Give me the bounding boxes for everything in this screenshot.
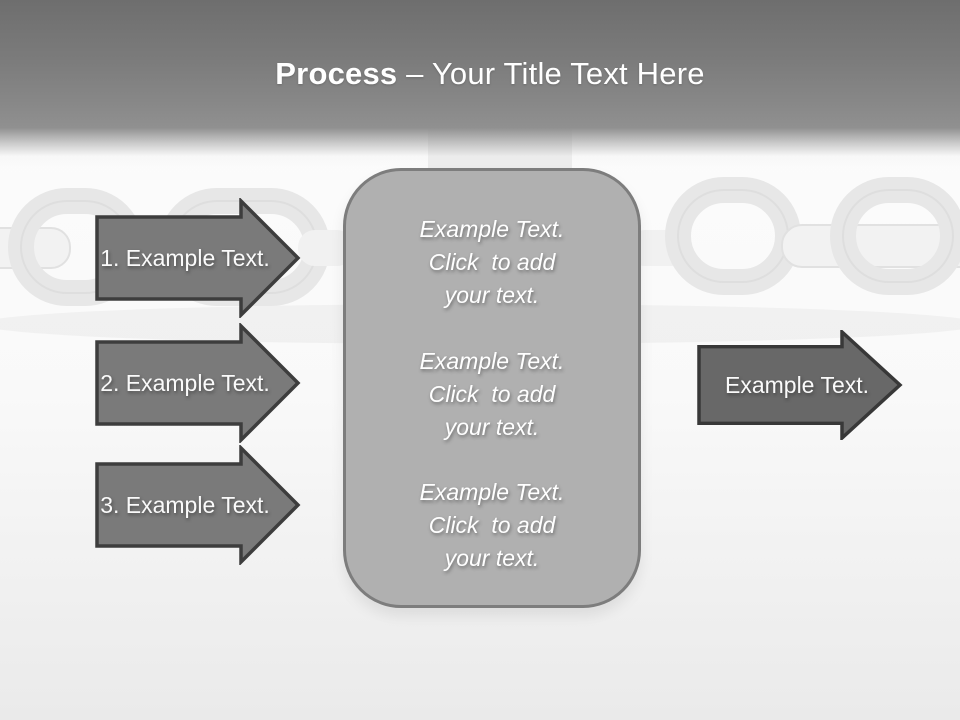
slide-title: Process – Your Title Text Here [0, 56, 960, 92]
arrow-right-shape [95, 323, 301, 443]
center-text-box[interactable]: Example Text. Click to add your text. Ex… [343, 168, 641, 608]
placeholder-line: Example Text. [419, 347, 565, 374]
process-arrow-3[interactable]: 3. Example Text. [95, 445, 301, 565]
text-placeholder-3[interactable]: Example Text. Click to add your text. [356, 476, 628, 575]
arrow-right-shape [697, 330, 903, 440]
arrow-right-shape [95, 445, 301, 565]
result-arrow-label: Example Text. [724, 371, 870, 398]
placeholder-line: your text. [444, 413, 540, 440]
process-arrow-3-label: 3. Example Text. [100, 491, 270, 518]
placeholder-line: Example Text. [419, 216, 565, 242]
process-arrow-2-label: 2. Example Text. [100, 369, 270, 396]
result-arrow[interactable]: Example Text. [697, 330, 903, 440]
process-arrow-2[interactable]: 2. Example Text. [95, 323, 301, 443]
placeholder-line: your text. [444, 545, 540, 571]
text-placeholder-1[interactable]: Example Text. Click to add your text. [356, 213, 628, 312]
slide-title-keyword: Process [275, 56, 398, 91]
placeholder-line: Example Text. [419, 479, 565, 505]
arrow-right-shape [95, 198, 301, 318]
placeholder-line: Click to add [428, 249, 556, 275]
placeholder-line: your text. [444, 282, 540, 308]
process-arrow-1[interactable]: 1. Example Text. [95, 198, 301, 318]
slide-title-rest: – Your Title Text Here [406, 56, 705, 91]
process-arrow-1-label: 1. Example Text. [100, 244, 270, 271]
placeholder-line: Click to add [428, 380, 556, 407]
placeholder-line: Click to add [428, 512, 556, 538]
text-placeholder-2[interactable]: Example Text. Click to add your text. [356, 345, 628, 444]
